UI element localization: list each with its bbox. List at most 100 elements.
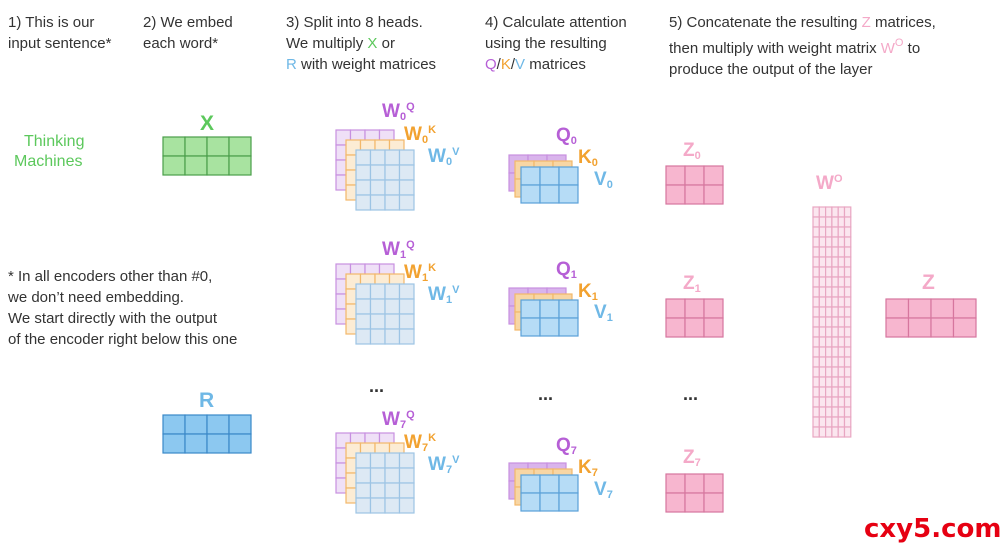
qkv1-v-cell — [539, 317, 560, 337]
w1k-idx: 1 — [421, 272, 429, 284]
wo-cell — [818, 426, 827, 438]
x-matrix-cell — [228, 136, 252, 157]
step4-text: matrices — [525, 56, 586, 73]
w1v-idx: 1 — [445, 294, 453, 306]
wo-cell — [843, 346, 852, 358]
wo-cell — [824, 336, 833, 348]
r-label: R — [199, 389, 215, 412]
step5-line3: produce the output of the layer — [669, 61, 873, 78]
wo-cell — [843, 256, 852, 268]
step3-x: X — [367, 35, 378, 52]
step4-header: 4) Calculate attention using the resulti… — [485, 12, 627, 75]
wo-cell — [831, 326, 839, 338]
z0-cell — [703, 184, 724, 205]
qkv-stack-head1 — [508, 287, 579, 337]
step3-line3: R with weight matrices — [286, 54, 436, 75]
w7q-idx: 7 — [399, 419, 407, 431]
wo-cell — [824, 206, 833, 218]
wo-cell — [837, 376, 846, 388]
v0-letter: V — [594, 169, 607, 190]
z-output-cell — [885, 298, 910, 319]
qkv1-v-cell — [520, 317, 541, 337]
w0-v-cell — [369, 149, 386, 166]
z0-cell — [665, 165, 686, 186]
w7-v-cell — [369, 452, 386, 469]
qkv1-v-cell — [520, 299, 541, 319]
wo-cell — [831, 216, 839, 228]
w1q-label: W1Q — [382, 239, 415, 261]
wo-cell — [824, 426, 833, 438]
wo-cell — [824, 276, 833, 288]
wo-cell — [824, 266, 833, 278]
q7-idx: 7 — [570, 445, 577, 457]
z-output-cell — [907, 317, 932, 338]
w0-v-cell — [355, 149, 372, 166]
z7-cell — [703, 473, 724, 494]
wo-cell — [818, 326, 827, 338]
wo-cell — [837, 236, 846, 248]
wo-cell — [837, 416, 846, 428]
step4-k: K — [500, 56, 511, 73]
k0-idx: 0 — [591, 157, 598, 169]
v7-letter: V — [594, 479, 607, 500]
w1-v-cell — [398, 328, 415, 345]
qkv1-v-cell — [558, 317, 579, 337]
w1-v-cell — [369, 283, 386, 300]
w0-v-cell — [398, 164, 415, 181]
w7k-idx: 7 — [421, 442, 429, 454]
note-line4: of the encoder right below this one — [8, 331, 238, 348]
w0-v-cell — [355, 164, 372, 181]
wo-cell — [812, 316, 820, 328]
ellipsis-weights: ... — [369, 376, 385, 396]
qkv0-v-cell — [558, 166, 579, 186]
watermark: cxy5.com — [864, 514, 1001, 544]
wo-letter: W — [816, 173, 834, 194]
w0k-label: W0K — [404, 124, 436, 146]
k7-label: K7 — [578, 457, 598, 479]
z1-cell — [665, 298, 686, 319]
w1-v-cell — [355, 283, 372, 300]
wo-cell — [818, 346, 827, 358]
z7-cell — [665, 473, 686, 494]
w1-v-cell — [384, 328, 401, 345]
step1-header: 1) This is our input sentence* — [8, 12, 111, 54]
wo-cell — [831, 396, 839, 408]
w7-v-cell — [369, 497, 386, 514]
w7k-w: W — [404, 432, 422, 453]
w0k-idx: 0 — [421, 134, 429, 146]
wo-cell — [837, 296, 846, 308]
ellipsis-z: ... — [683, 384, 699, 404]
z-output-cell — [930, 317, 955, 338]
wo-cell — [824, 296, 833, 308]
w7q-label: W7Q — [382, 409, 415, 431]
w1v-w: W — [428, 284, 446, 305]
wo-cell — [831, 306, 839, 318]
wo-cell — [818, 216, 827, 228]
qkv7-v-cell — [539, 492, 560, 512]
z1-label: Z1 — [683, 273, 701, 295]
w1k-k: K — [428, 262, 437, 274]
w1-v-cell — [398, 283, 415, 300]
z-output-label: Z — [922, 271, 935, 294]
z-matrix-head7 — [665, 473, 724, 513]
w1-v-cell — [384, 298, 401, 315]
wo-cell — [831, 386, 839, 398]
wo-cell — [843, 236, 852, 248]
wo-cell — [818, 316, 827, 328]
wo-cell — [843, 286, 852, 298]
x-matrix-cell — [162, 136, 186, 157]
z-output-cell — [907, 298, 932, 319]
wo-cell — [831, 416, 839, 428]
wo-cell — [824, 236, 833, 248]
wo-cell — [843, 296, 852, 308]
z0-cell — [684, 165, 705, 186]
wo-cell — [812, 326, 820, 338]
r-matrix-cell — [184, 433, 208, 454]
step5-z: Z — [861, 14, 871, 31]
z-output-cell — [930, 298, 955, 319]
z-output-matrix — [885, 298, 977, 338]
wo-cell — [837, 216, 846, 228]
wo-cell — [824, 366, 833, 378]
wo-cell — [843, 266, 852, 278]
qkv1-v-cell — [539, 299, 560, 319]
